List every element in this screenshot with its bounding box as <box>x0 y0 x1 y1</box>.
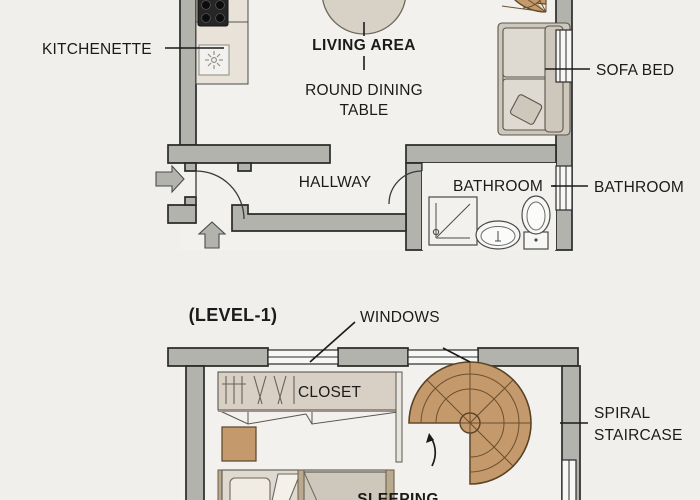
window-bedroom-right <box>407 349 479 365</box>
window-living-right <box>555 29 573 83</box>
leader-lines <box>165 22 590 424</box>
spiral-staircase-lower-icon <box>408 361 532 485</box>
label-sleeping: SLEEPING <box>357 491 439 500</box>
wall-living-hall-left <box>167 144 331 164</box>
label-level-title: (LEVEL-1) <box>189 305 278 325</box>
window-bedroom-side <box>561 459 577 500</box>
shower-icon <box>428 196 478 246</box>
wall-jamb-b <box>237 162 252 172</box>
wall-lower-top-left <box>167 347 269 367</box>
wall-living-left <box>179 0 197 146</box>
wall-lower-top-right <box>477 347 579 367</box>
cooktop-icon <box>197 0 229 27</box>
entry-arrow-right-icon <box>155 164 185 194</box>
wall-jamb-a <box>184 162 197 172</box>
label-bathroom-callout: BATHROOM <box>594 179 684 196</box>
entry-door[interactable] <box>195 170 245 220</box>
label-spiral-staircase-line1: SPIRAL <box>594 405 651 422</box>
label-living-area: LIVING AREA <box>312 37 416 54</box>
label-closet: CLOSET <box>298 384 362 401</box>
label-sofa-bed: SOFA BED <box>596 62 674 79</box>
bed-icon <box>217 469 395 500</box>
sofa-bed-icon <box>497 22 571 136</box>
wall-lower-left <box>185 365 205 500</box>
upper-level-plan <box>155 0 573 251</box>
label-windows: WINDOWS <box>360 309 440 326</box>
window-bedroom-left <box>267 349 339 365</box>
label-kitchenette: KITCHENETTE <box>42 41 152 58</box>
kitchen-sink-icon <box>198 44 230 76</box>
label-round-dining-table-line1: ROUND DINING <box>305 82 423 99</box>
wall-hallway-lower <box>231 204 407 232</box>
wall-bathroom-left <box>405 162 423 251</box>
bathroom-door[interactable] <box>388 163 423 205</box>
label-bathroom-room: BATHROOM <box>453 178 543 195</box>
toilet-icon <box>521 195 551 250</box>
wall-entry-stub-nub <box>184 196 197 206</box>
label-hallway: HALLWAY <box>299 174 372 191</box>
window-bathroom <box>555 165 573 211</box>
nightstand-icon <box>221 426 257 462</box>
leader-windows-2 <box>442 347 471 363</box>
lower-level-plan <box>167 347 581 500</box>
leader-windows <box>309 321 356 363</box>
entry-arrow-up-icon <box>197 221 227 249</box>
sink-icon <box>475 220 521 250</box>
label-spiral-staircase-line2: STAIRCASE <box>594 427 683 444</box>
label-round-dining-table-line2: TABLE <box>340 102 389 119</box>
wall-lower-top-pier <box>337 347 409 367</box>
closet-icon <box>217 371 399 425</box>
spiral-staircase-upper-icon <box>501 0 547 13</box>
wall-living-hall-right <box>405 144 557 164</box>
wall-entry-stub <box>167 204 197 224</box>
